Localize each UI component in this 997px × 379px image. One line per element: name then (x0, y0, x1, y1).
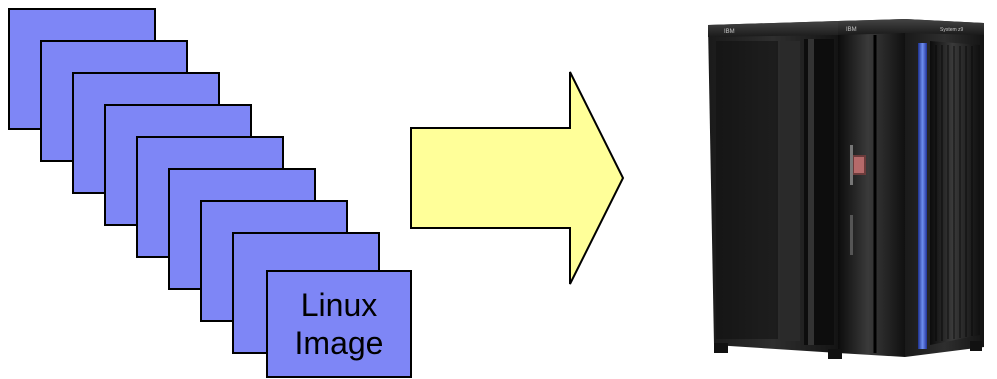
linux-image-card-front: Linux Image (266, 270, 412, 378)
linux-image-stack: Linux Image (0, 0, 420, 379)
linux-image-label-line2: Image (294, 325, 384, 361)
mainframe-server-image: IBM IBM System z9 (708, 19, 984, 359)
linux-image-label-line1: Linux (300, 287, 378, 323)
server-brand-mid: IBM (846, 27, 857, 33)
server-brand-right: System z9 (940, 27, 964, 33)
server-brand-left: IBM (724, 29, 735, 35)
right-arrow-icon (410, 71, 625, 285)
linux-image-label: Linux Image (268, 272, 410, 376)
